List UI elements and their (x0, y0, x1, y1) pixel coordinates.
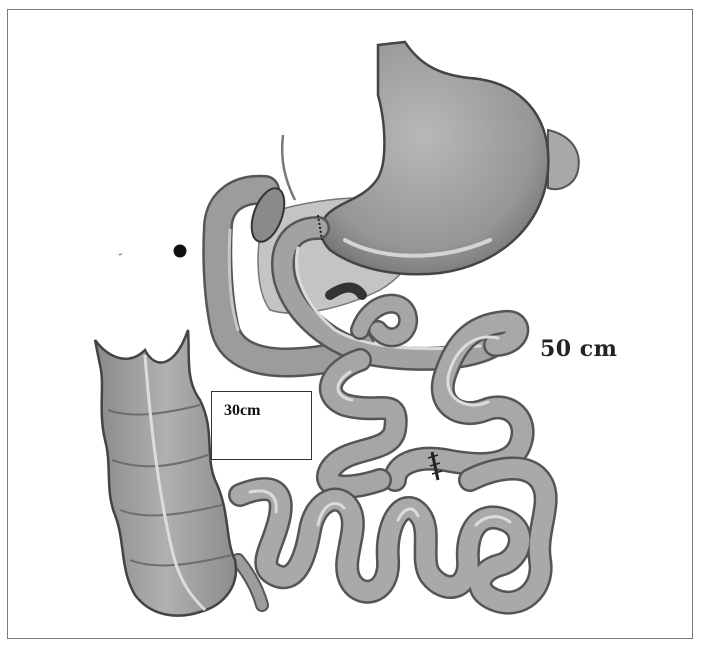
remnant-stomach (321, 42, 548, 274)
ascending-colon (95, 330, 236, 616)
small-speck (118, 253, 123, 256)
limb-length-label-long: 50 cm (540, 336, 617, 362)
vessel-strand (282, 135, 295, 200)
dot-mark (174, 245, 187, 258)
spleen-flap (548, 130, 579, 189)
limb-length-label-short: 30cm (224, 402, 260, 420)
